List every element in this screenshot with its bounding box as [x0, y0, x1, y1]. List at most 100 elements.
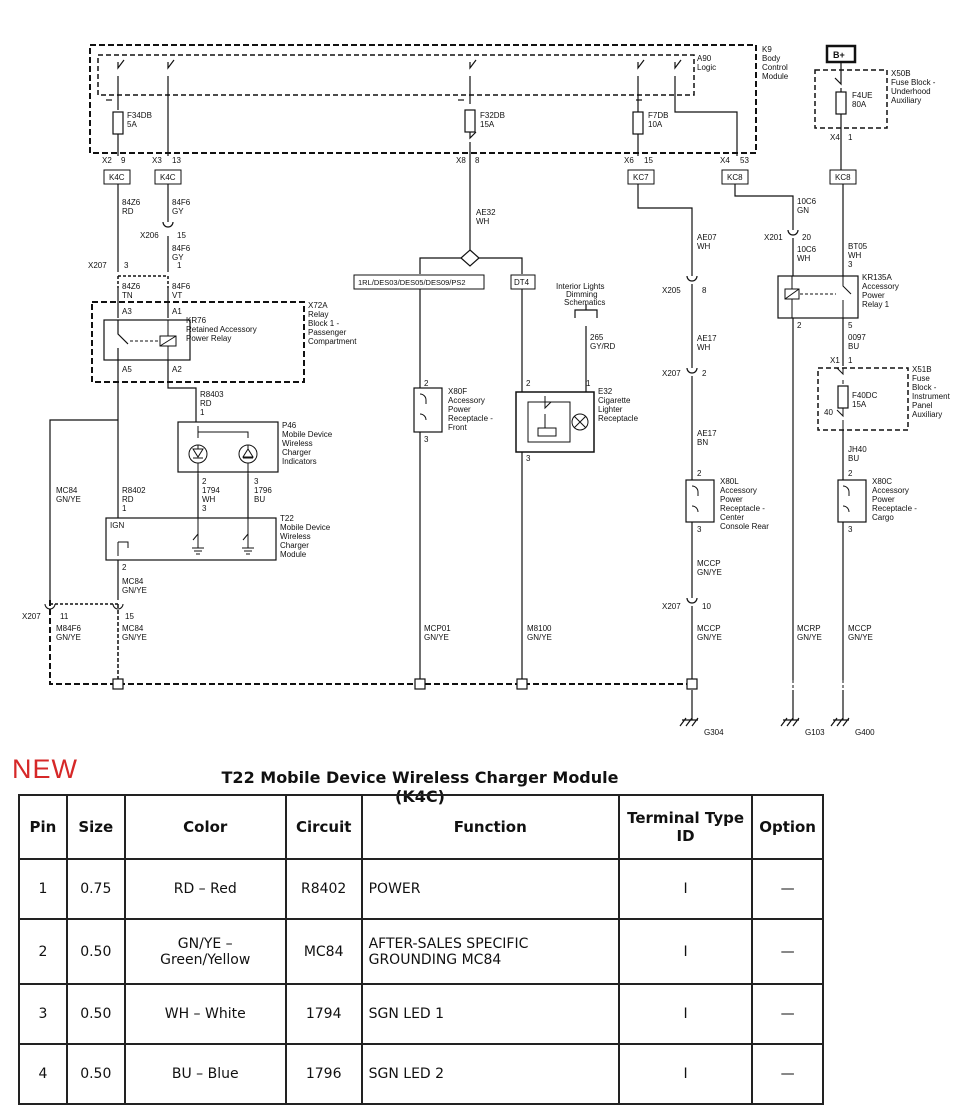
svg-text:10C6: 10C6 — [797, 245, 817, 254]
e32-cigarette-lighter: 2 1 3 E32 Cigarette Lighter Receptacle — [515, 379, 639, 463]
svg-text:Lighter: Lighter — [598, 405, 623, 414]
cell-color: GN/YE – Green/Yellow — [123, 918, 287, 985]
svg-text:K4C: K4C — [160, 173, 176, 182]
header-pin: Pin — [18, 794, 68, 860]
svg-text:Schematics: Schematics — [564, 298, 605, 307]
x80l-wires — [637, 184, 699, 727]
svg-text:Charger: Charger — [282, 448, 311, 457]
svg-text:20: 20 — [802, 233, 811, 242]
svg-text:GN/YE: GN/YE — [56, 633, 81, 642]
svg-text:GY: GY — [172, 207, 184, 216]
svg-text:E32: E32 — [598, 387, 613, 396]
cell-option: — — [751, 1043, 824, 1105]
table-row: 2 0.50 GN/YE – Green/Yellow MC84 AFTER-S… — [18, 918, 824, 985]
svg-text:X50B: X50B — [891, 69, 911, 78]
svg-text:P46: P46 — [282, 421, 297, 430]
svg-text:Block -: Block - — [912, 383, 937, 392]
svg-text:X6: X6 — [624, 156, 634, 165]
svg-text:53: 53 — [740, 156, 749, 165]
connector-boxes: K4C K4C KC7 KC8 KC8 — [103, 169, 857, 185]
svg-text:15: 15 — [644, 156, 653, 165]
svg-text:Relay 1: Relay 1 — [862, 300, 890, 309]
svg-text:Mobile Device: Mobile Device — [280, 523, 331, 532]
x80l-labels: AE07 WH X205 8 AE17 WH X207 2 AE17 BN 2 … — [662, 233, 724, 737]
cell-size: 0.75 — [65, 858, 126, 920]
ground-bus — [49, 600, 844, 690]
svg-text:GN/YE: GN/YE — [797, 633, 822, 642]
wire-label-ae32: AE32 WH — [476, 208, 496, 226]
svg-text:GN/YE: GN/YE — [697, 633, 722, 642]
cell-function: SGN LED 1 — [360, 983, 620, 1045]
svg-text:MC84: MC84 — [122, 624, 144, 633]
x80c-cargo-receptacle: X80C Accessory Power Receptacle - Cargo — [837, 477, 917, 523]
svg-text:10: 10 — [702, 602, 711, 611]
cell-function: POWER — [360, 858, 620, 920]
table-row: 4 0.50 BU – Blue 1796 SGN LED 2 I — — [18, 1043, 824, 1105]
svg-text:F32DB: F32DB — [480, 111, 505, 120]
svg-text:Charger: Charger — [280, 541, 309, 550]
wire-labels-middle-bottom: MCP01 GN/YE M8100 GN/YE — [424, 624, 552, 642]
svg-text:MCCP: MCCP — [697, 559, 721, 568]
svg-text:MCCP: MCCP — [697, 624, 721, 633]
svg-text:X205: X205 — [662, 286, 681, 295]
svg-text:84F6: 84F6 — [172, 282, 191, 291]
svg-text:WH: WH — [697, 343, 711, 352]
svg-text:Wireless: Wireless — [282, 439, 313, 448]
svg-text:MC84: MC84 — [122, 577, 144, 586]
svg-text:GN/YE: GN/YE — [122, 633, 147, 642]
svg-text:84F6: 84F6 — [172, 244, 191, 253]
svg-text:Receptacle -: Receptacle - — [872, 504, 917, 513]
svg-text:BU: BU — [254, 495, 265, 504]
svg-text:Cigarette: Cigarette — [598, 396, 631, 405]
svg-text:AE32: AE32 — [476, 208, 496, 217]
svg-text:BU: BU — [848, 342, 859, 351]
t22-wireless-charger-module: IGN T22 Mobile Device Wireless Charger M… — [105, 514, 331, 595]
x51b-instrument-panel-fuse-block: F40DC 15A 40 X51B Fuse Block - Instrumen… — [817, 365, 951, 431]
svg-text:RD: RD — [200, 399, 212, 408]
svg-text:X2: X2 — [102, 156, 112, 165]
svg-text:Power: Power — [720, 495, 743, 504]
svg-text:Relay: Relay — [308, 310, 328, 319]
cell-circuit: R8402 — [284, 858, 363, 920]
svg-text:1: 1 — [200, 408, 205, 417]
svg-text:8: 8 — [702, 286, 707, 295]
svg-text:Fuse: Fuse — [912, 374, 930, 383]
cell-circuit: 1796 — [284, 1043, 363, 1105]
svg-text:15: 15 — [177, 231, 186, 240]
svg-text:Instrument: Instrument — [912, 392, 951, 401]
svg-text:3: 3 — [697, 525, 702, 534]
svg-text:GN/YE: GN/YE — [697, 568, 722, 577]
p46-charger-indicators: P46 Mobile Device Wireless Charger Indic… — [177, 421, 333, 474]
svg-text:2: 2 — [797, 321, 802, 330]
svg-text:X201: X201 — [764, 233, 783, 242]
header-color: Color — [123, 794, 287, 860]
svg-text:AE07: AE07 — [697, 233, 717, 242]
svg-text:F4UE: F4UE — [852, 91, 872, 100]
svg-text:1794: 1794 — [202, 486, 220, 495]
bcm-ref: K9 — [762, 45, 772, 54]
svg-text:X80L: X80L — [720, 477, 739, 486]
svg-text:15A: 15A — [852, 400, 867, 409]
bcm-name-1: Body — [762, 54, 780, 63]
header-terminal-type: Terminal Type ID — [617, 794, 754, 860]
svg-text:3: 3 — [254, 477, 259, 486]
svg-text:1: 1 — [122, 504, 127, 513]
cell-type: I — [617, 983, 754, 1045]
svg-text:8: 8 — [475, 156, 480, 165]
svg-text:BT05: BT05 — [848, 242, 868, 251]
svg-text:F34DB: F34DB — [127, 111, 152, 120]
svg-text:F40DC: F40DC — [852, 391, 878, 400]
svg-text:Power: Power — [862, 291, 885, 300]
svg-text:15A: 15A — [480, 120, 495, 129]
table-row: 1 0.75 RD – Red R8402 POWER I — — [18, 858, 824, 920]
svg-text:X80F: X80F — [448, 387, 467, 396]
svg-text:BU: BU — [848, 454, 859, 463]
svg-text:GN/YE: GN/YE — [424, 633, 449, 642]
svg-text:Underhood: Underhood — [891, 87, 931, 96]
svg-text:A1: A1 — [172, 307, 182, 316]
svg-text:A2: A2 — [172, 365, 182, 374]
svg-text:X80C: X80C — [872, 477, 892, 486]
svg-text:WH: WH — [848, 251, 862, 260]
